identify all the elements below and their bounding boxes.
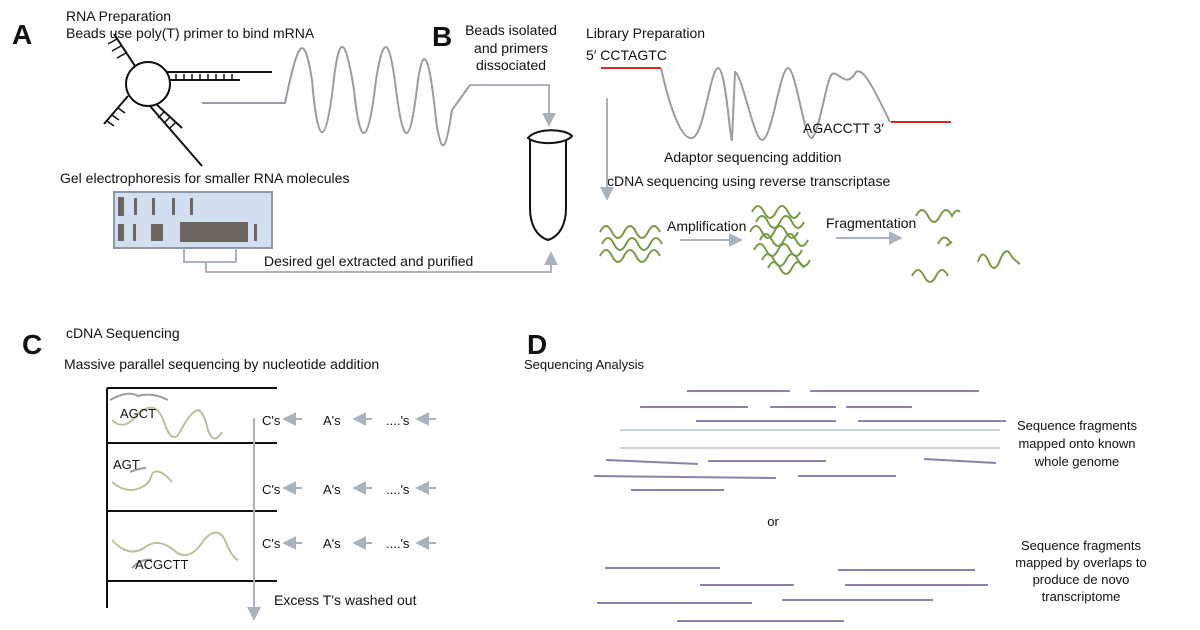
amplified-strands bbox=[749, 205, 811, 275]
beads-isolated-line3: dissociated bbox=[476, 57, 546, 73]
mapped-label-line3: whole genome bbox=[1034, 454, 1120, 469]
denovo-label-line1: Sequence fragments bbox=[1021, 538, 1141, 553]
cdna-synthesis-label: cDNA sequencing using reverse transcript… bbox=[607, 173, 890, 189]
other-nucleotides-1: ....'s bbox=[386, 413, 410, 428]
c-nucleotides-1: C's bbox=[262, 413, 281, 428]
a-nucleotides-3: A's bbox=[323, 536, 341, 551]
c-nucleotides-2: C's bbox=[262, 482, 281, 497]
or-label: or bbox=[767, 514, 779, 529]
denovo-reads bbox=[597, 567, 988, 622]
library-prep-title: Library Preparation bbox=[586, 25, 705, 41]
panel-label-b: B bbox=[432, 21, 452, 52]
mrna-strand bbox=[202, 45, 471, 147]
sequencing-strands bbox=[109, 392, 239, 569]
cdna-sequencing-subtitle: Massive parallel sequencing by nucleotid… bbox=[64, 356, 379, 372]
rna-prep-title: RNA Preparation bbox=[66, 8, 171, 24]
c-nucleotides-3: C's bbox=[262, 536, 281, 551]
amplification-label: Amplification bbox=[667, 218, 746, 234]
gel-to-tube-arrow bbox=[205, 251, 558, 273]
denovo-label-line4: transcriptome bbox=[1042, 589, 1121, 604]
adaptor-3prime-seq: AGACCTT 3′ bbox=[803, 120, 884, 136]
gel-extract-bracket bbox=[183, 248, 237, 263]
mapped-label-line1: Sequence fragments bbox=[1017, 418, 1137, 433]
read-seq-1: AGCT bbox=[120, 406, 156, 421]
other-nucleotides-3: ....'s bbox=[386, 536, 410, 551]
mapped-reads bbox=[593, 390, 1006, 491]
nucleotide-row-3: C's A's ....'s bbox=[262, 536, 436, 551]
library-mrna bbox=[660, 66, 891, 142]
beads-isolated-line2: and primers bbox=[474, 40, 548, 56]
bead-with-primers bbox=[103, 33, 272, 167]
mrna-to-tube-arrow bbox=[470, 84, 556, 127]
gel-title: Gel electrophoresis for smaller RNA mole… bbox=[60, 170, 349, 186]
beads-isolated-line1: Beads isolated bbox=[465, 22, 557, 38]
sequencing-analysis-title: Sequencing Analysis bbox=[524, 357, 644, 372]
denovo-label-line3: produce de novo bbox=[1033, 572, 1130, 587]
adaptor-addition-label: Adaptor sequencing addition bbox=[664, 149, 841, 165]
flow-cell bbox=[106, 387, 277, 608]
denovo-label-line2: mapped by overlaps to bbox=[1015, 555, 1147, 570]
fragmented-strands bbox=[911, 209, 1021, 283]
mapped-label-line2: mapped onto known bbox=[1018, 436, 1135, 451]
gel-extract-label: Desired gel extracted and purified bbox=[264, 253, 473, 269]
nucleotide-row-1: C's A's ....'s bbox=[262, 412, 436, 428]
gel-bands bbox=[118, 197, 257, 242]
cdna-strands bbox=[599, 225, 663, 263]
cdna-sequencing-title: cDNA Sequencing bbox=[66, 325, 180, 341]
microcentrifuge-tube bbox=[526, 129, 574, 242]
panel-label-c: C bbox=[22, 329, 42, 360]
washed-out-label: Excess T's washed out bbox=[274, 592, 417, 608]
a-nucleotides-1: A's bbox=[323, 413, 341, 428]
nucleotide-row-2: C's A's ....'s bbox=[262, 481, 436, 497]
adaptor-5prime-seq: 5′ CCTAGTC bbox=[586, 47, 667, 63]
fragmentation-label: Fragmentation bbox=[826, 215, 916, 231]
read-seq-2: AGT bbox=[113, 457, 140, 472]
panel-label-d: D bbox=[527, 329, 547, 360]
read-seq-3: ACGCTT bbox=[135, 557, 189, 572]
rna-prep-subtitle: Beads use poly(T) primer to bind mRNA bbox=[66, 25, 315, 41]
panel-label-a: A bbox=[12, 19, 32, 50]
a-nucleotides-2: A's bbox=[323, 482, 341, 497]
other-nucleotides-2: ....'s bbox=[386, 482, 410, 497]
